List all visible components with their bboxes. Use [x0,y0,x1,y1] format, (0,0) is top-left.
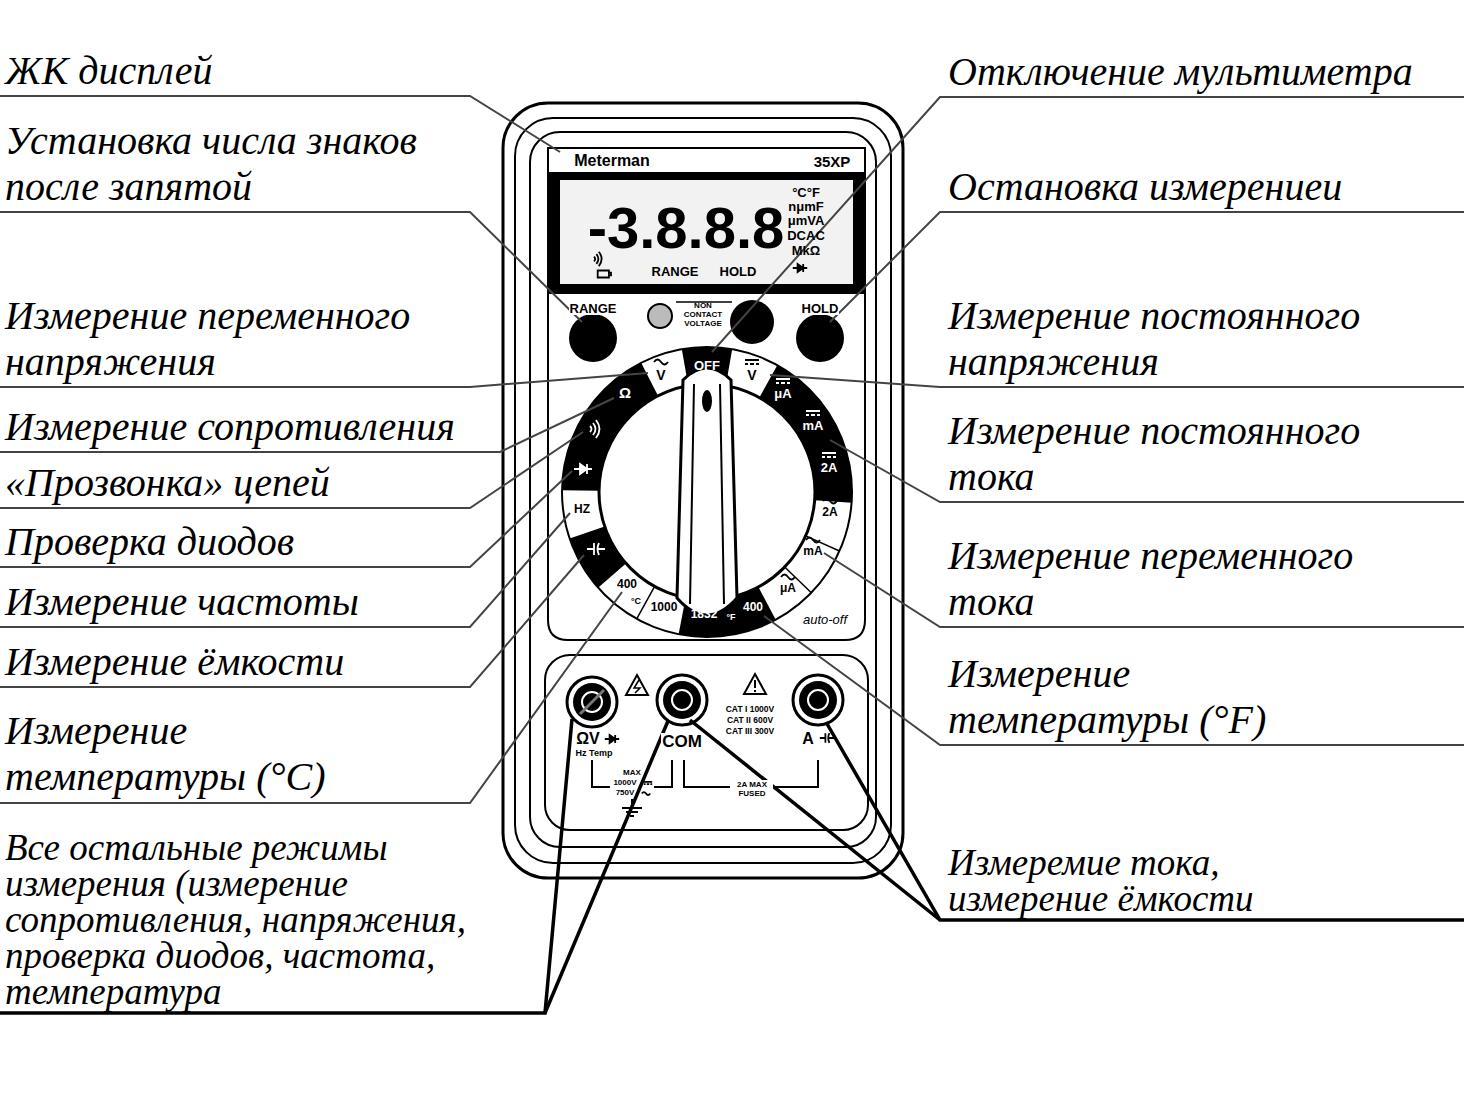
device-marking: A [801,731,815,747]
tilde-symbol [806,538,820,543]
device-marking: 400 [617,578,637,590]
device-marking: OFF [694,359,720,372]
device-marking: CAT I 1000V [726,705,775,714]
device-marking: MAX [623,769,641,777]
callout-label: Измерение температуры (°C) [5,708,425,800]
device-marking: auto-off [803,613,847,626]
device-marking: °C [631,597,641,606]
device-marking: 1832 [691,608,718,620]
dial-divider [815,500,852,503]
beep-symbol [590,420,600,438]
device-marking: 35XP [814,154,851,169]
device-marking: 1000 [651,601,678,613]
dial-panel [548,292,865,640]
dc-symbol [644,782,652,784]
device-marking: CAT II 600V [727,716,773,725]
callout-label: «Прозвонка» цепей [5,460,330,506]
device-marking: Hz Temp [575,749,614,758]
multimeter-body [503,103,903,878]
warning-symbols [626,674,766,695]
callout-label: Проверка диодов [5,519,294,565]
callout-label: Отключение мультиметра [948,49,1413,95]
callout-label: Измерение переменного напряжения [5,293,425,385]
diode-symbol [574,464,592,474]
tilde-symbol [642,792,650,795]
diode-symbol [793,264,807,272]
device-marking: HZ [574,503,590,515]
device-marking: ΩV [575,731,601,747]
lcd-display [548,148,865,293]
device-marking: 750V [616,789,635,797]
device-marking: V [747,368,756,382]
dial-ring-outline [562,347,852,637]
device-marking: 2A [822,506,837,518]
callout-label: Измерение переменного тока [948,533,1368,625]
device-marking: DCAC [787,229,825,242]
device-marking: μmVA [788,214,825,227]
terminal-brackets [592,760,818,816]
device-marking: 400 [743,601,763,613]
diode-symbol [580,464,587,474]
device-marking: RANGE [652,265,699,278]
device-marking: °F [726,613,735,622]
device-marking: HOLD [720,265,757,278]
tilde-symbol [781,575,795,580]
dc-symbol [822,453,836,457]
dial-divider [570,527,605,539]
device-marking: Ω [619,385,631,400]
device-marking: mA [803,419,824,432]
callout-label: Измерение температуры (°F) [948,651,1368,743]
device-marking: μA [774,387,791,400]
tilde-symbol [654,360,668,365]
device-marking: MkΩ [792,244,820,257]
leader-lines [0,96,1464,803]
device-marking: NON CONTACT VOLTAGE [680,301,726,328]
callout-label: Остановка измерениеи [948,164,1342,210]
device-marking: °C°F [792,186,820,199]
tilde-symbol [823,499,837,504]
device-marking: nμmF [788,200,823,213]
device-marking: Meterman [574,153,650,169]
callout-label: Измерение сопротивления [5,404,455,450]
cap-symbol [820,733,834,743]
symbols [574,252,837,795]
callout-label: Измерение постоянного тока [948,408,1368,500]
jack-panel [545,655,868,830]
batt-symbol [598,271,611,278]
cap-symbol [587,543,605,555]
device-marking: COM [661,733,703,750]
device-marking: 2A [821,461,838,474]
device-marking: RANGE [569,302,618,315]
device-marking: 2A MAX FUSED [731,780,773,798]
diode-symbol [798,264,804,272]
dc-symbol [745,360,759,364]
dial-divider [635,366,654,398]
dial-divider [562,489,599,491]
input-jacks [567,675,843,727]
device-marking: μA [780,582,796,594]
callout-label: Измерение ёмкости [5,639,344,685]
callout-label: Измеремие тока, измерение ёмкости [948,845,1328,917]
device-marking: HOLD [801,302,840,315]
diode-symbol [605,735,619,743]
dc-symbol [776,379,790,383]
callout-label: Все остальные режимы измерения (измерени… [5,830,555,1010]
callout-label: Измерение частоты [5,579,359,625]
callout-label: Измерение постоянного напряжения [948,293,1368,385]
callout-label: Установка числа знаков после запятой [5,118,425,210]
callout-label: ЖК дисплей [5,48,212,94]
dial-ring [562,347,852,637]
rotary-knob [599,368,815,615]
device-marking: CAT III 300V [726,727,775,736]
diode-symbol [610,735,616,743]
device-marking: V [656,368,665,382]
dc-symbol [806,411,820,415]
device-marking: -3.8.8.8 [588,199,785,257]
device-marking: 1000V [613,779,636,787]
device-marking: mA [803,545,822,557]
